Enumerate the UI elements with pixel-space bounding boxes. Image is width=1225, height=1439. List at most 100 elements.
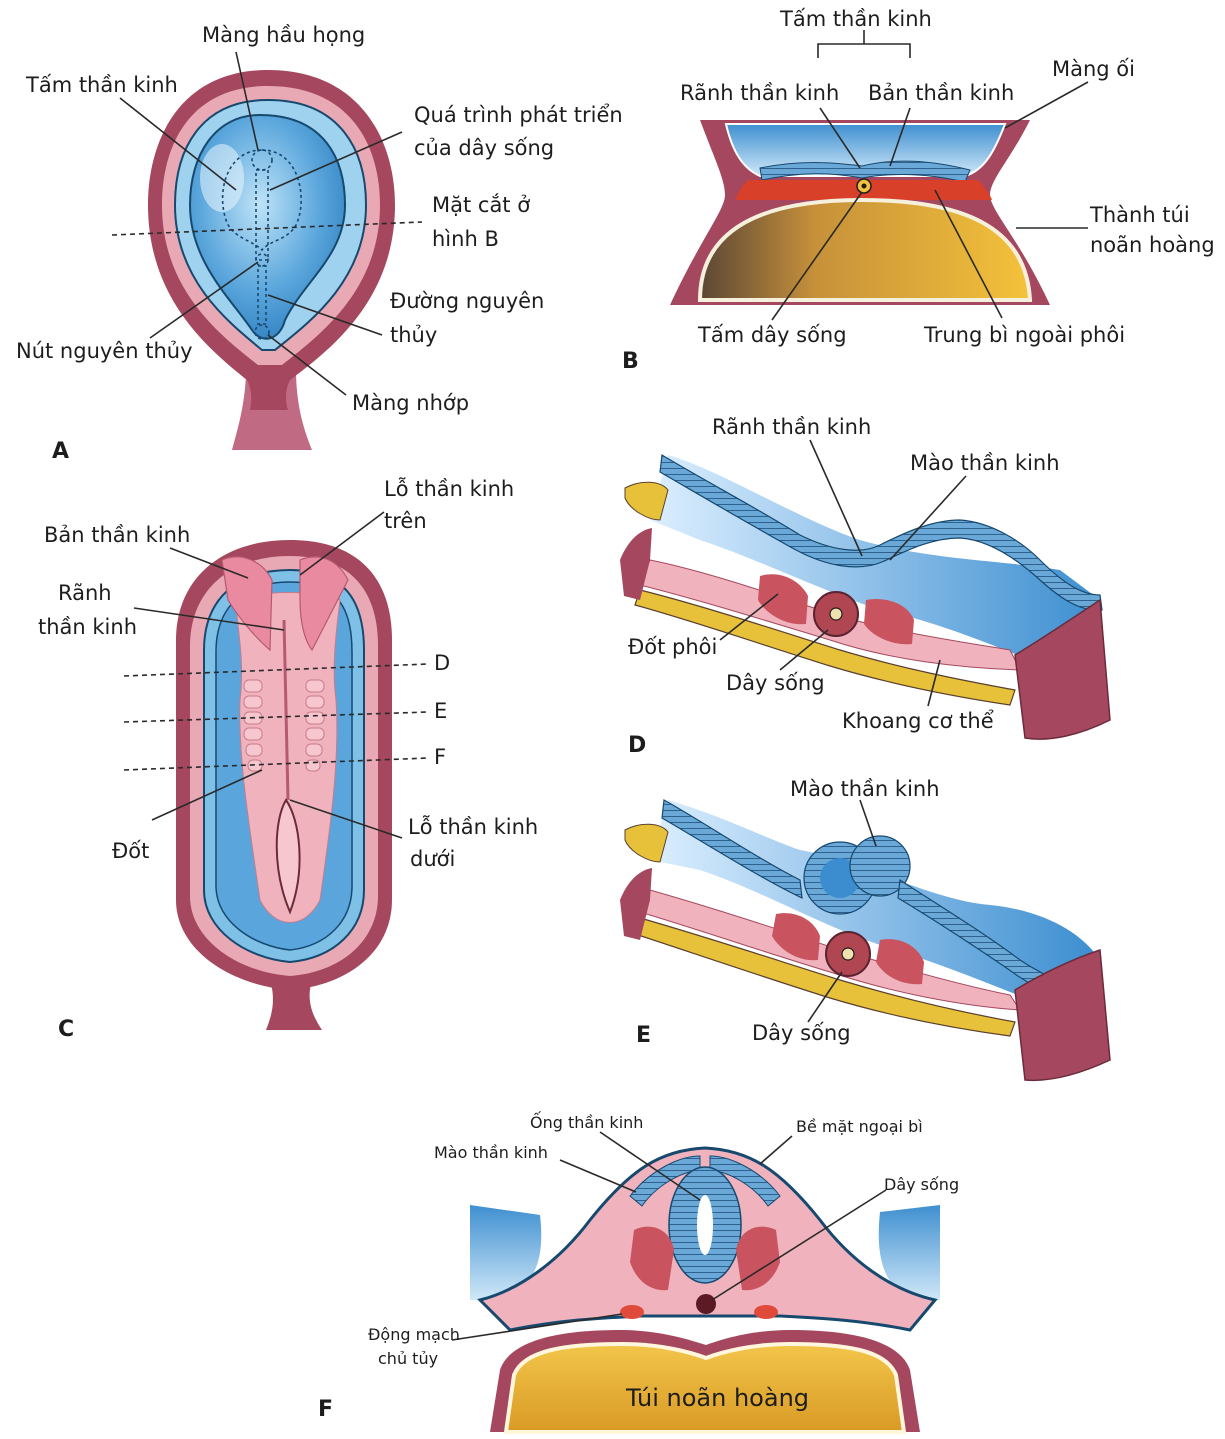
panel-d: Rãnh thần kinh Mào thần kinh Đốt phôi Dâ… — [620, 415, 1111, 758]
yellow-fold-e — [624, 823, 669, 863]
label-c-cranial-2: trên — [384, 509, 427, 533]
leader-a-cloacal — [267, 334, 347, 396]
label-f-yolk-sac: Túi noãn hoàng — [625, 1384, 809, 1412]
left-wall-d — [620, 528, 652, 600]
panel-letter-f: F — [318, 1397, 333, 1422]
neural-tube-lumen-f — [697, 1195, 713, 1255]
label-d-somite: Đốt phôi — [628, 635, 717, 659]
label-b-neural-plate: Tấm thần kinh — [779, 7, 932, 31]
label-a-oropharyngeal: Màng hầu họng — [202, 23, 365, 47]
cut-line-f — [123, 757, 429, 771]
somite-right-f — [736, 1226, 780, 1291]
panel-c: Bản thần kinh Lỗ thần kinh trên Rãnh thầ… — [38, 476, 538, 1042]
label-c-somite: Đốt — [112, 839, 149, 863]
leader-d-crest — [889, 475, 967, 561]
leader-a-streak — [267, 294, 383, 336]
leader-b-groove — [819, 107, 861, 169]
label-c-cranial-1: Lỗ thần kinh — [384, 476, 514, 501]
label-c-caudal-1: Lỗ thần kinh — [408, 814, 538, 839]
label-d-groove: Rãnh thần kinh — [712, 415, 871, 439]
label-e-notochord: Dây sống — [752, 1021, 851, 1045]
endoderm-e — [634, 917, 1016, 1037]
label-b-groove: Rãnh thần kinh — [680, 81, 839, 105]
leader-a-notochord — [269, 131, 403, 191]
neural-fold-right-curl-e — [849, 835, 911, 897]
neural-crest-left-f — [629, 1155, 701, 1207]
neural-plate-outline-a — [221, 149, 302, 252]
yolk-sac-b — [697, 197, 1033, 302]
yolk-stalk-c — [266, 980, 322, 1030]
panel-letter-c: C — [58, 1017, 74, 1042]
notochord-f — [696, 1294, 716, 1314]
label-a-neural-plate: Tấm thần kinh — [25, 73, 178, 97]
notochord-core-d — [829, 607, 843, 621]
somite-right-d — [864, 598, 914, 645]
leader-c-groove — [133, 607, 285, 631]
neural-fold-right-c — [299, 556, 349, 652]
label-f-crest: Mào thần kinh — [434, 1143, 548, 1162]
leader-a-neural-plate — [119, 97, 237, 191]
endoderm-d — [634, 589, 1016, 706]
label-c-cut-e: E — [434, 699, 447, 723]
section-line-a — [111, 221, 423, 236]
label-a-streak-2: thủy — [390, 323, 437, 347]
bracket-b — [817, 43, 911, 58]
leader-f-tube — [599, 1131, 701, 1201]
yellow-fold-d — [624, 481, 669, 521]
neural-fold-left-e — [661, 799, 803, 900]
label-c-cut-f: F — [434, 745, 446, 769]
leader-c-cranial — [299, 511, 385, 576]
label-b-amnion: Màng ối — [1052, 57, 1135, 81]
caudal-neuropore-c — [275, 798, 301, 915]
aorta-right-f — [754, 1305, 778, 1319]
leader-d-coelom — [927, 659, 941, 707]
amnion-left-f — [470, 1205, 542, 1300]
label-c-groove-1: Rãnh — [58, 581, 112, 605]
somite-right-e — [876, 939, 924, 985]
yolk-sac-f — [503, 1341, 907, 1434]
outer-wall-e — [1014, 948, 1111, 1082]
cloacal-membrane-a — [254, 324, 270, 340]
notochord-core-e — [841, 947, 855, 961]
somites-c — [243, 679, 325, 772]
amnion-cavity-e — [650, 800, 1100, 1010]
label-d-crest: Mào thần kinh — [910, 451, 1060, 475]
neural-plate-d — [659, 454, 1103, 611]
label-f-notochord: Dây sống — [884, 1175, 959, 1194]
leader-b-mesoderm — [934, 189, 1003, 319]
label-c-fold: Bản thần kinh — [44, 523, 190, 547]
leader-b-amnion — [1004, 81, 1089, 129]
primitive-node-a — [255, 253, 269, 267]
panel-c-embryo — [176, 540, 392, 1030]
label-c-groove-2: thần kinh — [38, 615, 137, 639]
label-b-yolk-wall-1: Thành túi — [1089, 203, 1190, 227]
notochord-process-a — [255, 169, 269, 261]
panel-letter-d: D — [628, 733, 646, 758]
neural-groove-c — [282, 619, 290, 801]
leader-f-surface — [759, 1135, 793, 1165]
label-a-section-2: hình B — [432, 227, 499, 251]
somite-left-d — [758, 574, 808, 625]
label-e-crest: Mào thần kinh — [790, 777, 940, 801]
label-f-surface: Bề mặt ngoại bì — [796, 1117, 923, 1136]
somite-left-f — [630, 1226, 674, 1291]
panel-f: Ống thần kinh Bề mặt ngoại bì Mào thần k… — [318, 1111, 959, 1434]
notochordal-core-b — [861, 183, 867, 189]
somite-left-e — [772, 913, 820, 961]
leader-c-somite — [151, 769, 263, 821]
label-f-aorta-1: Động mạch — [368, 1325, 460, 1344]
panel-letter-e: E — [636, 1023, 651, 1048]
label-b-yolk-wall-2: noãn hoàng — [1090, 233, 1215, 257]
panel-b: Tấm thần kinh Rãnh thần kinh Bản thần ki… — [622, 7, 1215, 374]
leader-d-groove — [809, 439, 863, 557]
panel-letter-b: B — [622, 349, 639, 374]
leader-a-node — [149, 261, 259, 339]
leader-e-notochord — [807, 971, 843, 1023]
prechordal-circle-a — [251, 149, 273, 171]
label-b-mesoderm: Trung bì ngoài phôi — [923, 323, 1125, 347]
leader-f-aorta — [451, 1313, 623, 1341]
label-c-cut-d: D — [434, 651, 450, 675]
label-a-streak-1: Đường nguyên — [390, 289, 544, 313]
leader-d-notochord — [779, 629, 829, 671]
leader-e-crest — [859, 799, 877, 847]
